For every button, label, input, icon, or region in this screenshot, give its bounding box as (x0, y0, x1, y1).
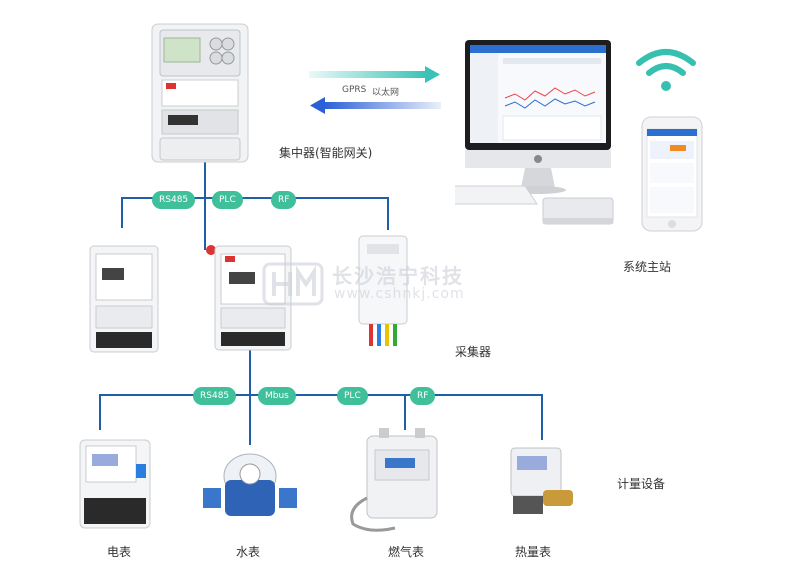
ethernet-label: 以太网 (372, 88, 400, 98)
collector-device-3 (358, 235, 408, 346)
protocol-badge-plc-top: PLC (212, 191, 243, 209)
protocol-badge-rf-bottom: RF (410, 387, 436, 405)
device-label-electric-meter: 电表 (107, 545, 132, 559)
protocol-badge-rs485-bottom: RS485 (193, 387, 237, 405)
collector-device-1 (89, 245, 159, 353)
device-label-water-meter: 水表 (236, 545, 261, 559)
watermark: 长沙浩宁科技 www.cshnkj.com (262, 258, 502, 308)
device-label-heat-meter: 热量表 (515, 545, 552, 559)
master-station-computer (455, 40, 614, 225)
wifi-icon (636, 49, 696, 91)
collector-bus-wire (99, 394, 543, 440)
protocol-badge-rf-top: RF (271, 191, 297, 209)
mobile-phone (641, 116, 703, 232)
watermark-name: 长沙浩宁科技 (332, 264, 464, 288)
watermark-url: www.cshnkj.com (334, 286, 465, 302)
uplink-arrows (309, 66, 441, 114)
device-label-gas-meter: 燃气表 (388, 545, 425, 559)
metering-label: 计量设备 (617, 477, 666, 491)
master-station-label: 系统主站 (623, 260, 672, 274)
collector-label: 采集器 (455, 345, 492, 359)
protocol-badge-rs485-top: RS485 (152, 191, 196, 209)
electric-meter-device (79, 439, 151, 529)
protocol-badge-mbus-bottom: Mbus (258, 387, 296, 405)
concentrator-bus-wire (121, 197, 389, 230)
water-meter-device (203, 453, 297, 516)
concentrator-device (151, 23, 249, 163)
concentrator-label: 集中器(智能网关) (279, 146, 373, 160)
protocol-badge-plc-bottom: PLC (337, 387, 368, 405)
heat-meter-device (510, 447, 573, 514)
watermark-logo-icon (262, 262, 324, 306)
gas-meter-device (350, 428, 438, 532)
gprs-label: GPRS (342, 85, 367, 95)
